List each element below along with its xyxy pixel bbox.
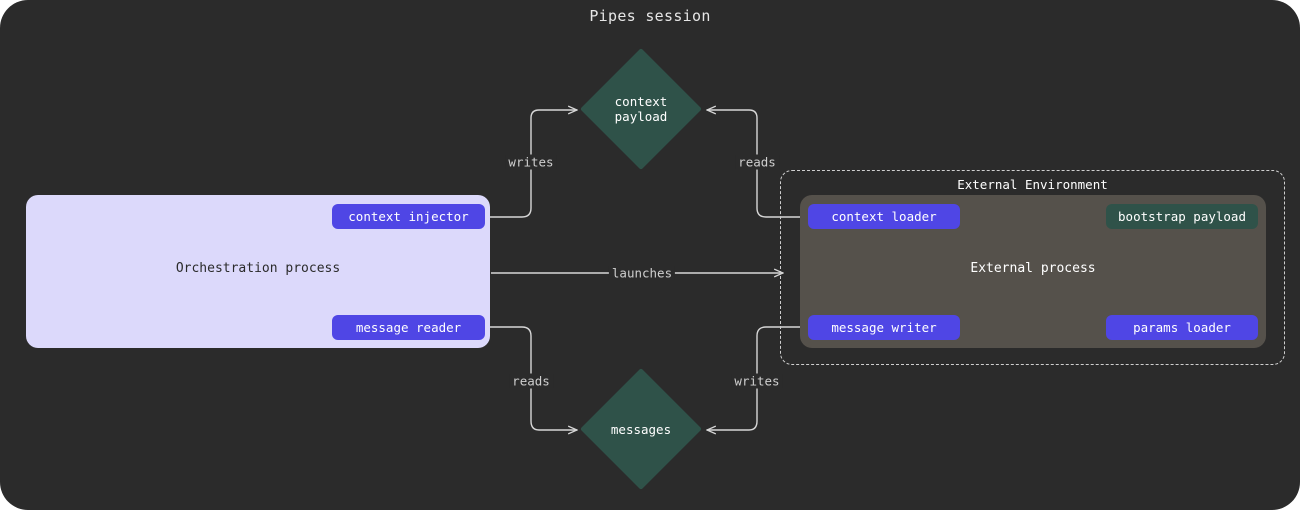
external-process-label: External process xyxy=(970,261,1096,276)
edge-label-reads-context: reads xyxy=(735,154,779,170)
edge-label-reads-messages: reads xyxy=(509,373,553,389)
orchestration-process-label: Orchestration process xyxy=(175,261,341,276)
store-context-payload-label: context payload xyxy=(614,94,668,124)
store-context-payload[interactable]: context payload xyxy=(580,48,702,170)
external-environment-container: External Environment xyxy=(780,170,1285,365)
external-environment-label: External Environment xyxy=(957,177,1108,192)
node-params-loader[interactable]: params loader xyxy=(1106,315,1258,340)
node-message-writer[interactable]: message writer xyxy=(808,315,960,340)
edge-label-writes-messages: writes xyxy=(731,373,783,389)
store-messages-label: messages xyxy=(610,421,672,437)
node-message-reader[interactable]: message reader xyxy=(332,315,485,340)
page-title: Pipes session xyxy=(589,7,711,25)
node-context-loader[interactable]: context loader xyxy=(808,204,960,229)
edge-label-launches: launches xyxy=(608,265,676,281)
edge-label-writes-context: writes xyxy=(505,154,557,170)
node-bootstrap-payload[interactable]: bootstrap payload xyxy=(1106,204,1258,229)
node-context-injector[interactable]: context injector xyxy=(332,204,485,229)
store-messages[interactable]: messages xyxy=(580,368,702,490)
